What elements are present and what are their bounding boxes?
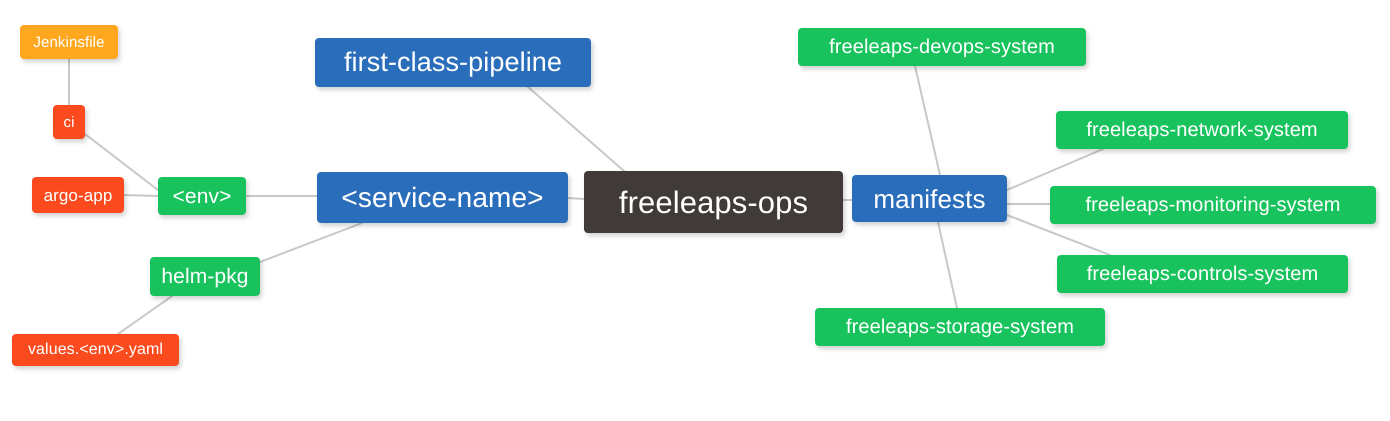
node-label-freeleaps-storage-system: freeleaps-storage-system (845, 316, 1075, 338)
node-label-jenkinsfile: Jenkinsfile (33, 33, 105, 51)
edge-servicename-ops (567, 197, 585, 200)
node-label-env: <env> (172, 184, 232, 208)
node-label-service-name: <service-name> (341, 181, 544, 213)
node-label-freeleaps-ops: freeleaps-ops (618, 184, 809, 220)
node-label-freeleaps-controls-system: freeleaps-controls-system (1086, 263, 1319, 285)
edge-argoapp-env (123, 194, 159, 197)
node-freeleaps-devops-system[interactable]: freeleaps-devops-system (798, 28, 1086, 66)
node-freeleaps-controls-system[interactable]: freeleaps-controls-system (1057, 255, 1348, 293)
node-label-values-yaml: values.<env>.yaml (27, 341, 164, 358)
edge-manifests-network (1006, 148, 1104, 191)
node-freeleaps-storage-system[interactable]: freeleaps-storage-system (815, 308, 1105, 346)
node-label-manifests: manifests (873, 183, 986, 214)
node-label-ci: ci (63, 113, 75, 131)
edge-manifests-storage (937, 221, 958, 309)
edge-pipeline-ops (527, 86, 625, 172)
node-helm-pkg[interactable]: helm-pkg (150, 257, 260, 296)
node-label-freeleaps-network-system: freeleaps-network-system (1086, 119, 1318, 141)
node-freeleaps-ops[interactable]: freeleaps-ops (584, 171, 843, 233)
node-env[interactable]: <env> (158, 177, 246, 215)
node-label-freeleaps-devops-system: freeleaps-devops-system (829, 36, 1055, 58)
node-label-argo-app: argo-app (43, 185, 113, 205)
node-jenkinsfile[interactable]: Jenkinsfile (20, 25, 118, 59)
node-manifests[interactable]: manifests (852, 175, 1007, 222)
node-values-yaml[interactable]: values.<env>.yaml (12, 334, 179, 366)
node-freeleaps-monitoring-system[interactable]: freeleaps-monitoring-system (1050, 186, 1376, 224)
node-label-freeleaps-monitoring-system: freeleaps-monitoring-system (1085, 194, 1341, 216)
node-service-name[interactable]: <service-name> (317, 172, 568, 223)
node-label-helm-pkg: helm-pkg (161, 265, 249, 288)
edge-helmpkg-servicename (259, 222, 363, 263)
node-ci[interactable]: ci (53, 105, 85, 139)
node-argo-app[interactable]: argo-app (32, 177, 124, 213)
edge-manifests-devops (914, 65, 941, 176)
node-freeleaps-network-system[interactable]: freeleaps-network-system (1056, 111, 1348, 149)
edge-valuesyaml-helmpkg (117, 295, 173, 335)
node-first-class-pipeline[interactable]: first-class-pipeline (315, 38, 591, 87)
node-label-first-class-pipeline: first-class-pipeline (343, 47, 563, 77)
